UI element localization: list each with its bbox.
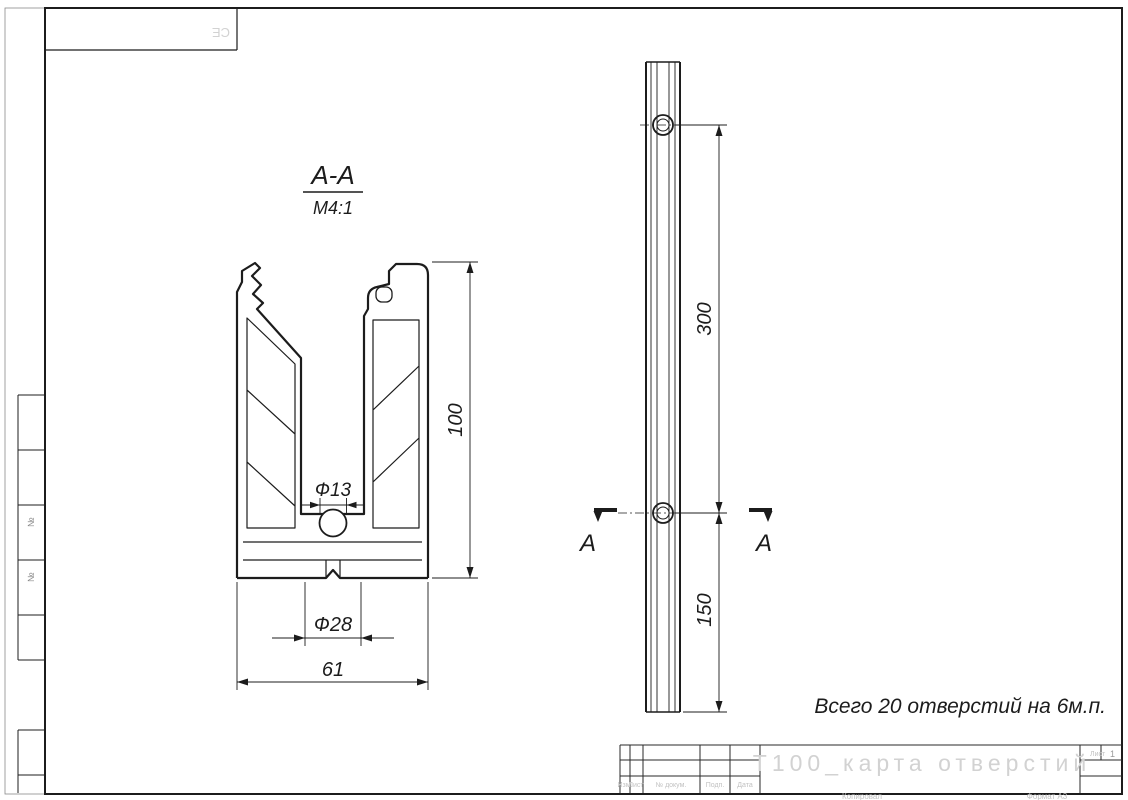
rib-cavity-left	[246, 317, 296, 529]
dim-spacing-300-text: 300	[694, 302, 716, 335]
dim-width-61	[236, 582, 429, 690]
cut-plane-marks: А А	[578, 508, 773, 557]
rail-ends	[646, 61, 680, 713]
gasket-hook	[375, 286, 393, 303]
sheet-edge	[4, 7, 1123, 795]
title-block-col-sign: Подп.	[706, 782, 725, 789]
dim-hole-13-text: Ф13	[315, 480, 352, 501]
left-strip-no-mark-1: №	[26, 517, 36, 527]
title-block-sheet-value: 1	[1110, 749, 1115, 759]
footer-copied: Копировал	[842, 792, 882, 800]
dim-offset-150-text: 150	[694, 593, 716, 626]
section-view: А-А М4:1 100 Ф13	[235, 160, 478, 690]
title-block-col-list: Лист	[628, 782, 644, 789]
profile-left-contour	[235, 261, 323, 578]
dim-height-text: 100	[445, 403, 467, 436]
rail-outer-edges	[645, 62, 681, 712]
dim-channel-28-text: Ф28	[314, 614, 352, 636]
base-lines	[243, 541, 422, 578]
section-label: А-А	[309, 160, 354, 190]
left-strip-lower	[17, 729, 45, 793]
frame-border	[44, 7, 1123, 795]
drawing-frame	[4, 7, 1123, 795]
title-block-col-izm: Изм.	[618, 782, 633, 789]
section-scale: М4:1	[313, 198, 353, 218]
rib-cavity-right	[372, 319, 420, 529]
side-view: А А 300 150	[578, 61, 773, 713]
title-block-col-date: Дата	[737, 782, 753, 789]
cut-mark-right-letter: А	[754, 530, 772, 557]
title-block-sheet-label: Лист	[1090, 751, 1106, 758]
title-block-ghost-title: Т100_карта отверстий	[753, 750, 1091, 776]
title-block-lines	[619, 744, 1122, 793]
top-left-code: СЕ	[212, 25, 230, 40]
dim-offset-150	[683, 513, 727, 713]
screw-channel-circle	[318, 508, 348, 538]
dim-hole-13-arrows	[310, 501, 357, 509]
footer-format: Формат А3	[1027, 792, 1068, 800]
profile-bottom-contour	[237, 568, 428, 580]
profile-outline	[235, 261, 430, 580]
title-block-col-doc: № докум.	[656, 782, 687, 789]
cut-mark-left-letter: А	[578, 530, 596, 557]
left-strip-no-mark-2: №	[26, 572, 36, 582]
profile-right-contour	[343, 262, 430, 578]
dim-channel-28	[272, 582, 394, 646]
dim-width-61-text: 61	[322, 659, 344, 681]
dim-hole-13	[302, 498, 365, 513]
dim-height-100	[432, 261, 478, 579]
top-left-graph	[45, 8, 238, 51]
left-strip-upper	[17, 394, 45, 661]
dim-spacing-300	[675, 124, 727, 514]
rail-inner-edges	[650, 62, 676, 712]
note-text: Всего 20 отверстий на 6м.п.	[814, 695, 1106, 718]
title-block: Т100_карта отверстий Изм. Лист № докум. …	[618, 744, 1122, 800]
